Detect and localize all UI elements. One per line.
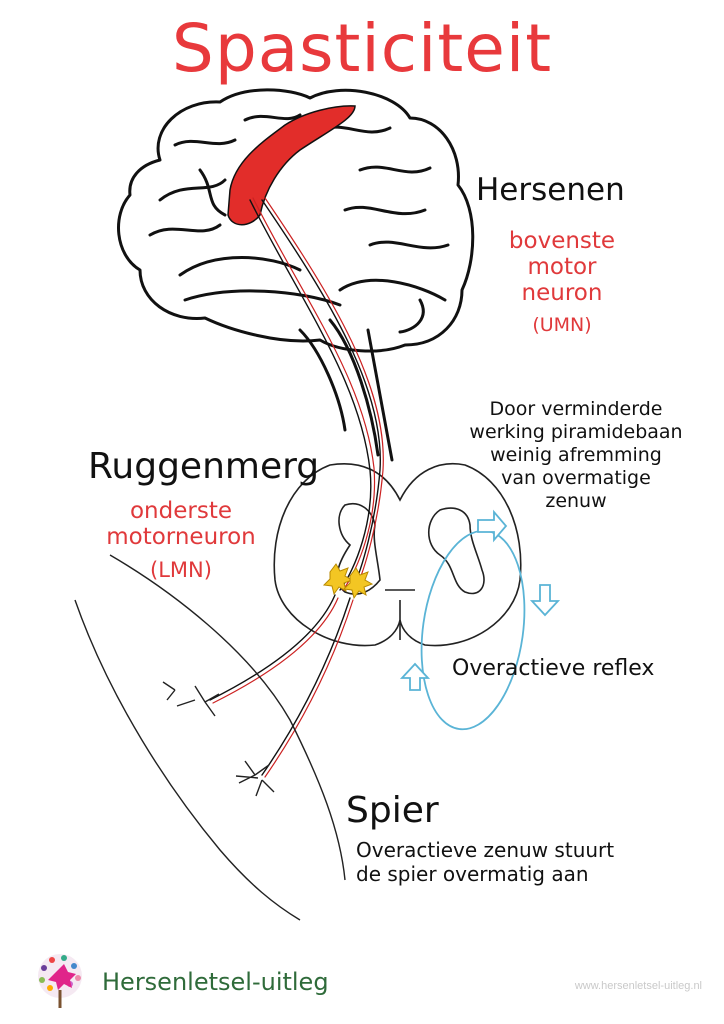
muscle-line-1: Overactieve zenuw stuurt [356, 838, 615, 862]
note-line-3: weinig afremming [490, 444, 662, 466]
lmn-abbreviation: (LMN) [150, 558, 212, 582]
pyramidal-tract-note: Door verminderde werking piramidebaan we… [440, 398, 712, 513]
brand-logo-icon [38, 954, 82, 1008]
muscle-description: Overactieve zenuw stuurt de spier overma… [356, 838, 614, 886]
note-line-4: van overmatige [501, 467, 651, 489]
upper-neuron-line-1: bovenste [508, 228, 616, 254]
lower-neuron-line-2: motorneuron [106, 524, 256, 550]
note-line-5: zenuw [545, 490, 607, 512]
lower-neuron-line-1: onderste [129, 498, 232, 524]
note-line-2: werking piramidebaan [469, 421, 683, 443]
spine-heading: Ruggenmerg [88, 446, 320, 487]
nerve-tracts [209, 197, 384, 778]
upper-neuron-line-3: neuron [521, 280, 603, 306]
diagram-title: Spasticiteit [171, 10, 553, 87]
website-url[interactable]: www.hersenletsel-uitleg.nl [574, 980, 702, 992]
motor-neuron-cells [322, 563, 374, 600]
note-line-1: Door verminderde [489, 398, 663, 420]
reflex-loop [399, 509, 561, 731]
muscle-drawing [74, 554, 346, 921]
motor-cortex-highlight [227, 105, 356, 226]
upper-motor-neuron-label: bovenste motor neuron [492, 228, 632, 306]
upper-neuron-line-2: motor [527, 254, 597, 280]
brand-name[interactable]: Hersenletsel-uitleg [102, 968, 329, 996]
umn-abbreviation: (UMN) [532, 314, 592, 336]
overactive-reflex-label: Overactieve reflex [452, 656, 655, 681]
brain-heading: Hersenen [476, 172, 625, 208]
muscle-line-2: de spier overmatig aan [356, 862, 589, 886]
muscle-heading: Spier [346, 790, 439, 831]
brain-drawing [117, 88, 475, 462]
lower-motor-neuron-label: onderste motorneuron [92, 498, 270, 550]
